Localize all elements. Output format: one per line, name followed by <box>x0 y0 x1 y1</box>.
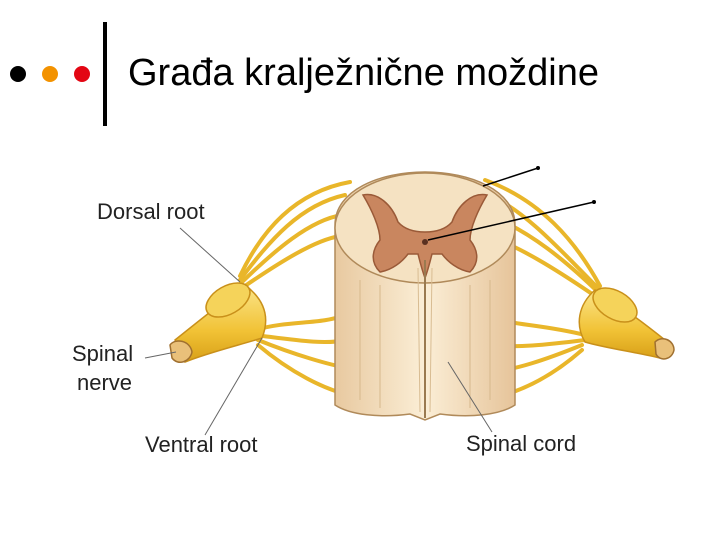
dot-orange <box>42 66 58 82</box>
label-ventral-root: Ventral root <box>145 432 258 457</box>
label-spinal-cord: Spinal cord <box>466 431 577 456</box>
label-leader-lines <box>144 227 493 436</box>
label-spinal-nerve-line2: nerve <box>77 370 133 395</box>
label-spinal-nerve-line1: Spinal <box>72 341 134 366</box>
central-canal <box>422 239 428 245</box>
dot-red <box>74 66 90 82</box>
left-nerve-stump <box>169 340 193 363</box>
label-dorsal-root: Dorsal root <box>97 199 205 224</box>
dot-black <box>10 66 26 82</box>
pointer-lines <box>427 167 595 241</box>
title-divider <box>103 22 107 126</box>
right-nerve-stump <box>654 338 675 360</box>
grey-matter <box>361 193 489 281</box>
right-dorsal-ganglion <box>592 287 638 323</box>
left-nerve-rootlets <box>238 180 352 397</box>
slide-title: Građa kralježnične moždine <box>128 52 600 94</box>
left-dorsal-ganglion <box>205 282 251 318</box>
